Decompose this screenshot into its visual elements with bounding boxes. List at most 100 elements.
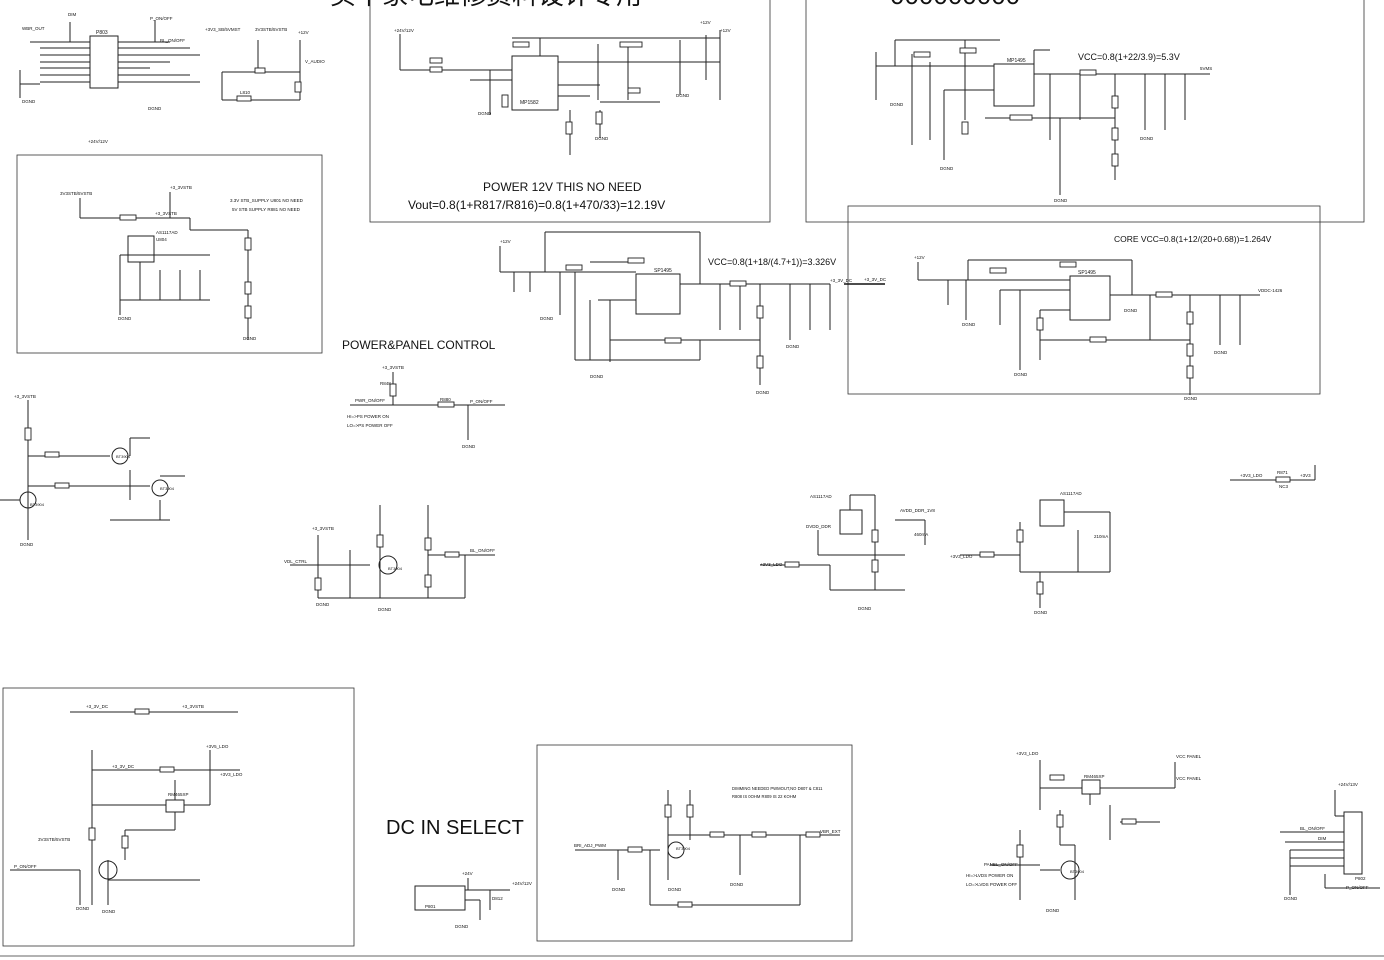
svg-text:SP1495: SP1495	[654, 268, 672, 274]
block-power12-mp1582: MP1582 +24V/12V +12V +12V DGND DGND DGND	[394, 20, 731, 155]
svg-text:+3_3V_DC: +3_3V_DC	[86, 704, 109, 709]
svg-text:RM465XP: RM465XP	[168, 792, 189, 797]
watermark-text: 买不家电维修资料设计专用 ·	[330, 0, 658, 10]
svg-text:DGND: DGND	[102, 909, 116, 914]
heading-power12: POWER 12V THIS NO NEED	[483, 180, 642, 194]
block-bl-control: +3_3V_DC +3_3VSTB +3_3V_DC +3V5_LDO +3V3…	[10, 704, 243, 914]
block-dc-in: +24V +24V/12V P801 D812 DGND	[414, 871, 532, 929]
svg-text:DGND: DGND	[462, 444, 476, 449]
svg-text:DIM: DIM	[1318, 836, 1327, 841]
svg-text:R871: R871	[1277, 470, 1288, 475]
svg-text:HI=>LVDS POWER ON: HI=>LVDS POWER ON	[966, 873, 1013, 878]
svg-text:DGND: DGND	[1046, 908, 1060, 913]
heading-vout: Vout=0.8(1+R817/R816)=0.8(1+470/33)=12.1…	[408, 198, 665, 212]
svg-text:DGND: DGND	[730, 882, 744, 887]
connector-p802: +24V/13V BL_ON/OFF DIM P802 P_ON/OFF DGN…	[1280, 782, 1380, 901]
svg-text:V_AUDIO: V_AUDIO	[305, 59, 325, 64]
svg-text:+3_3VSTB: +3_3VSTB	[182, 704, 204, 709]
svg-text:+24V/12V: +24V/12V	[394, 28, 414, 33]
svg-text:DGND: DGND	[940, 166, 954, 171]
frame-3v3stb	[16, 154, 323, 354]
block-power-control: +3_3VSTB R848 PWR_ON/OFF R880 P_ON/OFF H…	[347, 365, 505, 449]
svg-text:R848: R848	[380, 381, 391, 386]
svg-text:AS1117AD: AS1117AD	[810, 494, 832, 499]
block-r871: +3V3_LDO R871 NC3 +3V3	[1230, 465, 1316, 489]
svg-text:AS1117AD: AS1117AD	[1060, 491, 1082, 496]
svg-text:DGND: DGND	[455, 924, 469, 929]
svg-text:+3V3_LDO: +3V3_LDO	[220, 772, 243, 777]
svg-text:+3_3VSTB: +3_3VSTB	[382, 365, 404, 370]
heading-vcc3326: VCC=0.8(1+18/(4.7+1))=3.326V	[708, 257, 836, 267]
svg-text:+12V: +12V	[914, 255, 925, 260]
block-vcc53-mp1495: MP1495 5VMS DGND DGND DGND DGND	[875, 39, 1212, 203]
svg-text:DGND: DGND	[118, 316, 132, 321]
svg-text:DGND: DGND	[1014, 372, 1028, 377]
svg-text:DIMMING NEEDED PWMOUT,NO D807: DIMMING NEEDED PWMOUT,NO D807 & C811	[732, 786, 823, 791]
svg-text:NC3: NC3	[1279, 484, 1288, 489]
svg-text:VBR_EXT: VBR_EXT	[820, 829, 841, 834]
svg-text:DGND: DGND	[478, 111, 492, 116]
frame-core	[847, 205, 1321, 395]
svg-text:+12V: +12V	[500, 239, 511, 244]
svg-text:+24V/12V: +24V/12V	[88, 139, 108, 144]
block-vdl-ctrl: VDL_CTRL BT3904 +3_3VSTB BL_ON/OFF DGND …	[284, 505, 495, 612]
svg-text:LO=>LVDS POWER OFF: LO=>LVDS POWER OFF	[966, 882, 1017, 887]
svg-text:RM465XP: RM465XP	[1084, 774, 1105, 779]
svg-text:MP1582: MP1582	[520, 100, 539, 106]
svg-text:3V3STB/5VSTB: 3V3STB/5VSTB	[60, 191, 92, 196]
svg-text:BT3904: BT3904	[676, 846, 691, 851]
block-3v3stb: AS1117AD U804 3V3STB/5VSTB +3_3VSTB +3_3…	[60, 185, 304, 341]
svg-text:+3_3V_DC: +3_3V_DC	[112, 764, 135, 769]
svg-text:BT3904: BT3904	[116, 454, 131, 459]
svg-text:VCC PANEL: VCC PANEL	[1176, 754, 1202, 759]
svg-text:DGND: DGND	[962, 322, 976, 327]
svg-text:+24V/13V: +24V/13V	[1338, 782, 1358, 787]
svg-text:3.3V STB_SUPPLY U801 NO NEED: 3.3V STB_SUPPLY U801 NO NEED	[230, 198, 304, 203]
frame-bl-ctrl	[2, 687, 355, 947]
svg-text:BRI_ADJ_PWM: BRI_ADJ_PWM	[574, 843, 606, 848]
svg-text:+3V5_LDO: +3V5_LDO	[206, 744, 229, 749]
svg-text:BT3904: BT3904	[388, 566, 403, 571]
svg-text:+3_3VSTB: +3_3VSTB	[155, 211, 177, 216]
svg-text:+3V3_LDO: +3V3_LDO	[1016, 751, 1039, 756]
svg-text:+12V: +12V	[298, 30, 309, 35]
svg-text:+3V3_LDO: +3V3_LDO	[1240, 473, 1263, 478]
svg-text:P_ON/OFF: P_ON/OFF	[470, 399, 493, 404]
svg-text:DGND: DGND	[786, 344, 800, 349]
svg-text:MP1495: MP1495	[1007, 58, 1026, 64]
svg-text:DGND: DGND	[676, 93, 690, 98]
svg-text:SP1495: SP1495	[1078, 270, 1096, 276]
svg-text:P803: P803	[96, 30, 108, 36]
svg-text:5VMS: 5VMS	[1200, 66, 1212, 71]
frame-dimming	[536, 744, 853, 942]
svg-text:DGND: DGND	[316, 602, 330, 607]
svg-text:DGND: DGND	[1054, 198, 1068, 203]
svg-text:AS1117AD: AS1117AD	[156, 230, 178, 235]
svg-text:DGND: DGND	[1284, 896, 1298, 901]
svg-text:VDL_CTRL: VDL_CTRL	[284, 559, 308, 564]
svg-text:DGND: DGND	[540, 316, 554, 321]
svg-text:DGND: DGND	[595, 136, 609, 141]
svg-text:DGND: DGND	[76, 906, 90, 911]
svg-text:BT3904: BT3904	[1070, 869, 1085, 874]
svg-text:R808 IS 0OHM R809 IS 22 KOHM: R808 IS 0OHM R809 IS 22 KOHM	[732, 794, 797, 799]
svg-text:210mA: 210mA	[1094, 534, 1108, 539]
svg-text:R880: R880	[440, 397, 451, 402]
svg-text:+3V3_LDO: +3V3_LDO	[950, 554, 973, 559]
svg-text:AVDD_DDR_1V8: AVDD_DDR_1V8	[900, 508, 935, 513]
svg-text:DGND: DGND	[378, 607, 392, 612]
block-core-vcc: SP1495 +12V VDDC-1426 DGND DGND DGND DGN…	[914, 255, 1283, 401]
svg-text:+12V: +12V	[700, 20, 711, 25]
svg-text:U804: U804	[156, 237, 167, 242]
svg-text:+3_3V_DC: +3_3V_DC	[864, 277, 887, 282]
svg-text:P_ON/OFF: P_ON/OFF	[150, 16, 173, 21]
svg-text:DGND: DGND	[243, 336, 257, 341]
svg-text:BT3904: BT3904	[30, 502, 45, 507]
block-dimming: DIMMING NEEDED PWMOUT,NO D807 & C811 R80…	[574, 786, 841, 908]
svg-text:HI=>PS POWER ON: HI=>PS POWER ON	[347, 414, 389, 419]
svg-text:DGND: DGND	[668, 887, 682, 892]
svg-text:DGND: DGND	[1214, 350, 1228, 355]
block-vcc3326-sp1495: SP1495 +12V +3_3V_DC +3_3V_DC DGND DGND …	[499, 231, 887, 395]
svg-text:BL_ON/OFF: BL_ON/OFF	[160, 38, 185, 43]
